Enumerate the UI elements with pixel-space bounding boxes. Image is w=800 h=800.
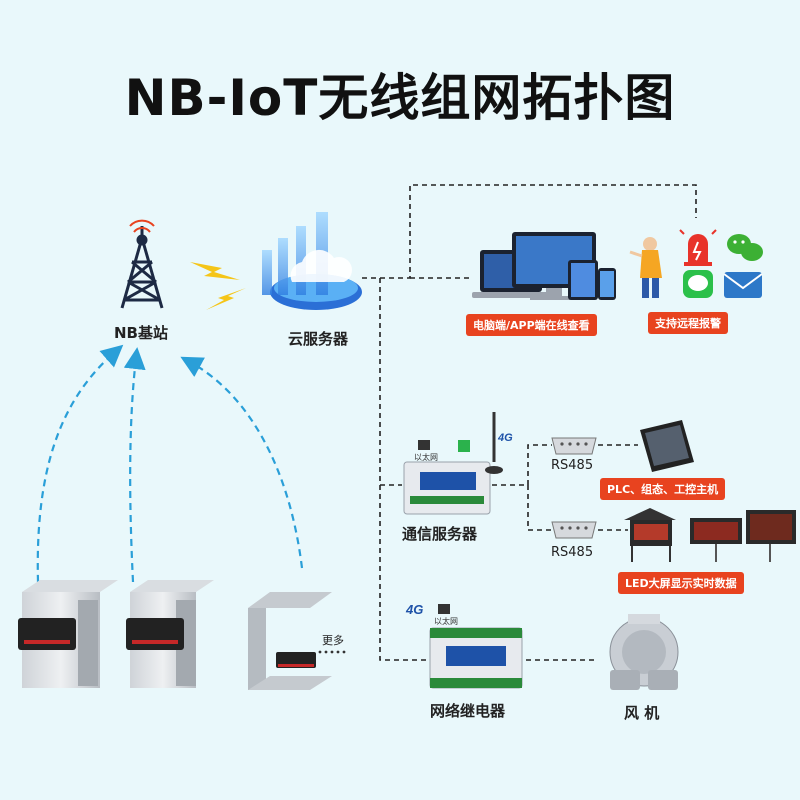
fan-label: 风 机: [624, 704, 660, 722]
sensor-bracket-3: [248, 592, 332, 690]
alarm-icon: [679, 229, 717, 266]
arc-middle: [123, 347, 146, 583]
fan-icon: [609, 614, 679, 690]
mail-icon: [723, 272, 763, 298]
industrial-pc-icon: [640, 420, 694, 472]
more-dots: [318, 650, 346, 654]
ethernet-label-2: 以太网: [434, 617, 458, 626]
more-label: 更多: [322, 634, 344, 647]
rs485-connector-icon-top: [551, 437, 597, 455]
cloud-server-icon: [262, 212, 362, 310]
message-icon: [683, 270, 713, 298]
base-station-label: NB基站: [114, 324, 168, 342]
ethernet-label-1: 以太网: [414, 453, 438, 462]
person-icon: [629, 237, 662, 298]
sensor-bracket-2: [126, 580, 214, 688]
relay-label: 网络继电器: [430, 702, 506, 720]
wireless-arcs: [36, 344, 304, 583]
lightning-icon: [190, 262, 246, 310]
arc-right: [180, 356, 304, 569]
wechat-icon: [727, 234, 763, 261]
line-cloud-to-top: [362, 184, 697, 279]
led-tag: LED大屏显示实时数据: [618, 572, 744, 594]
fourg-label-1: 4G: [498, 432, 513, 444]
tower-icon: [120, 219, 164, 309]
led-board-icon: [624, 508, 796, 562]
comm-server-icon: [403, 412, 503, 515]
rs485-label-top: RS485: [551, 458, 594, 473]
plc-tag: PLC、组态、工控主机: [600, 478, 726, 500]
line-comm-to-rs485-b: [527, 485, 552, 531]
comm-server-label: 通信服务器: [402, 525, 478, 543]
fourg-label-2: 4G: [406, 602, 424, 617]
line-trunk: [379, 278, 428, 661]
online-view-tag: 电脑端/APP端在线查看: [466, 314, 597, 336]
rs485-connector-icon-bottom: [551, 521, 597, 539]
line-comm-to-rs485: [492, 444, 552, 486]
rs485-label-bottom: RS485: [551, 545, 594, 560]
page-title: NB-IoT无线组网拓扑图: [124, 69, 676, 127]
remote-alarm-tag: 支持远程报警: [648, 312, 728, 334]
relay-icon: [429, 604, 523, 689]
sensor-bracket-1: [18, 580, 118, 688]
arc-left: [36, 344, 124, 583]
network-lines: [362, 184, 697, 661]
cloud-server-label: 云服务器: [288, 330, 349, 348]
devices-icon: [472, 232, 616, 300]
